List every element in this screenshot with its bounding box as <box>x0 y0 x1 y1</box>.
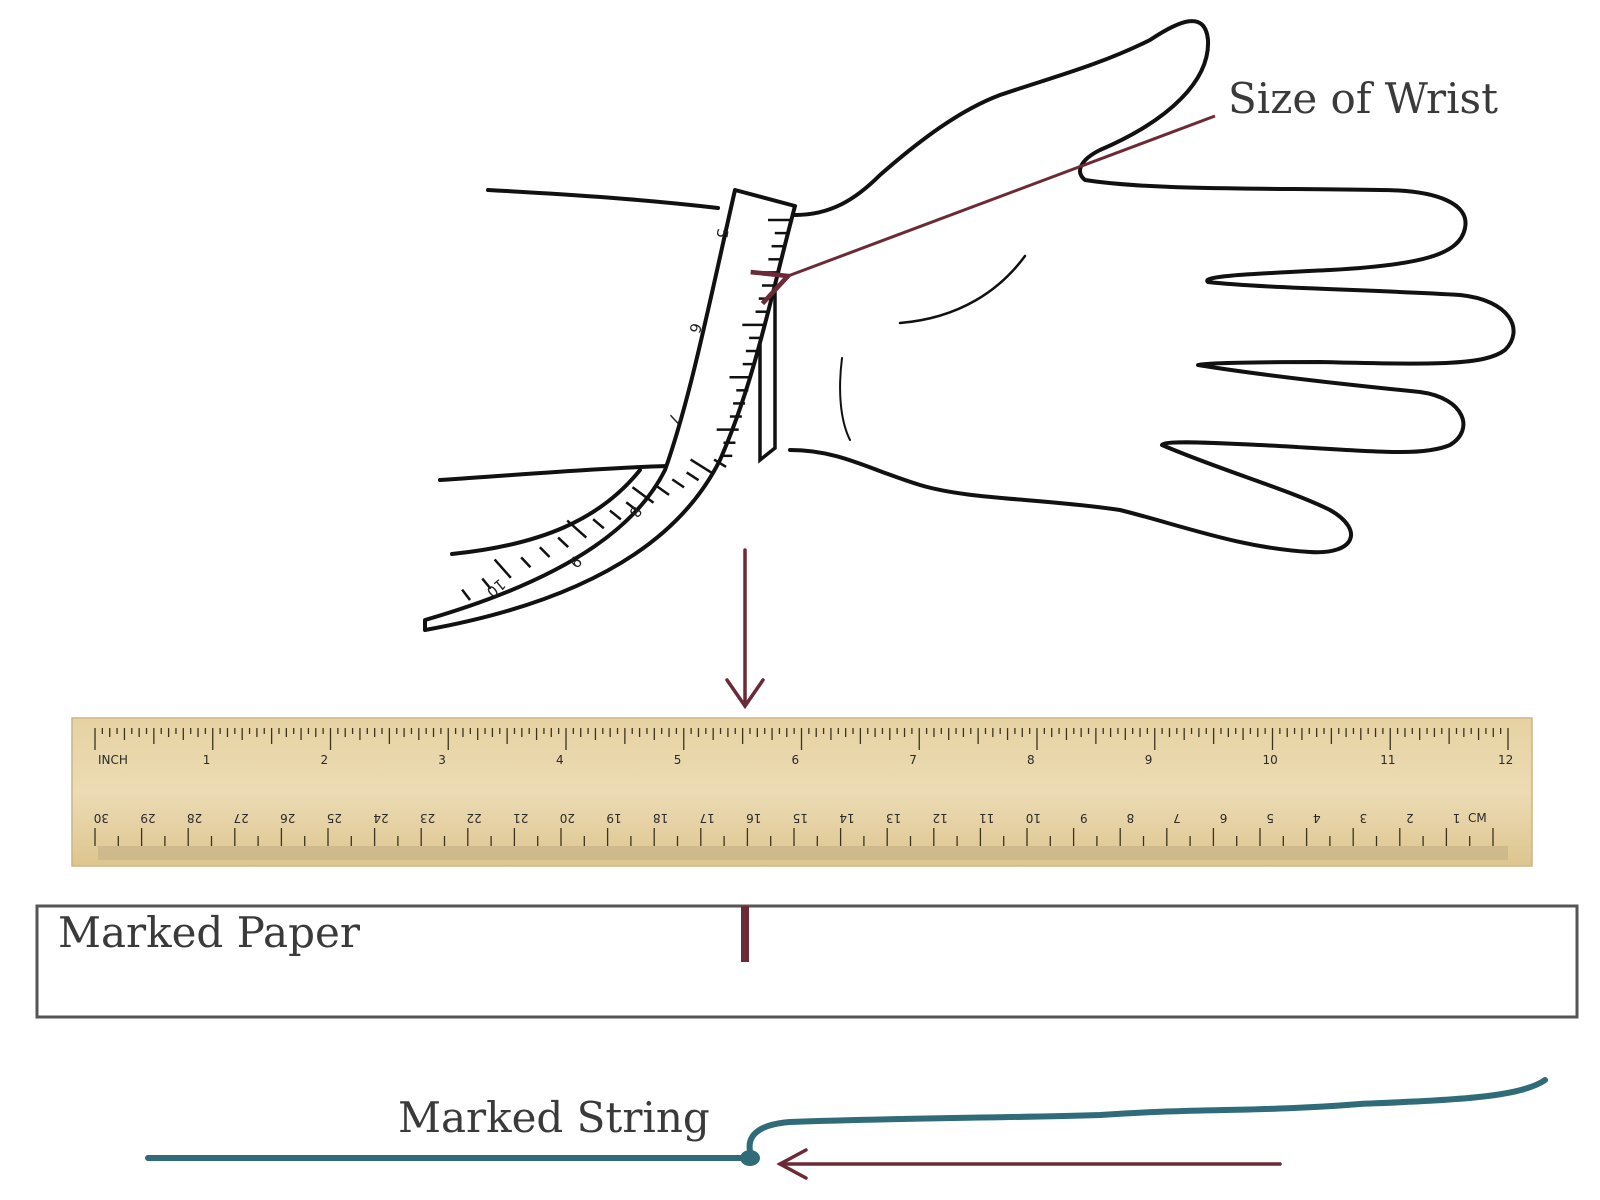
cm-number: 14 <box>839 811 854 825</box>
cm-start-label: CM <box>1468 811 1487 825</box>
cm-number: 19 <box>606 811 621 825</box>
tape-front-band <box>423 188 797 632</box>
tape-tick <box>671 478 685 489</box>
tape-number: 5 <box>712 227 731 240</box>
inch-number: 7 <box>909 753 917 767</box>
cm-number: 7 <box>1173 811 1181 825</box>
tape-tick <box>713 458 727 468</box>
cm-number: 28 <box>187 811 202 825</box>
marked-string-section: Marked String <box>145 1077 1548 1180</box>
cm-number: 26 <box>280 811 295 825</box>
size-of-wrist-label: Size of Wrist <box>1228 74 1498 123</box>
cm-number: 27 <box>234 811 249 825</box>
cm-number: 1 <box>1453 811 1461 825</box>
ruler-bottom-edge <box>98 846 1508 860</box>
tape-tick <box>520 556 532 569</box>
marked-paper-label: Marked Paper <box>58 908 361 957</box>
tape-tick <box>631 486 655 504</box>
inch-number: 12 <box>1498 753 1513 767</box>
inch-number: 10 <box>1263 753 1278 767</box>
marked-string-label: Marked String <box>398 1093 710 1142</box>
tape-tick <box>689 458 714 475</box>
paper-box <box>35 904 1579 1019</box>
inch-number: 2 <box>321 753 329 767</box>
cm-number: 3 <box>1360 811 1368 825</box>
inch-number: 1 <box>203 753 211 767</box>
palm-base-line <box>839 357 851 441</box>
cm-number: 25 <box>327 811 342 825</box>
tape-number: 6 <box>685 321 705 336</box>
cm-number: 15 <box>793 811 808 825</box>
tape-tick <box>685 471 700 482</box>
cm-number: 22 <box>467 811 482 825</box>
arm-lower-outline <box>438 464 670 482</box>
cm-number: 12 <box>933 811 948 825</box>
cm-number: 11 <box>979 811 994 825</box>
inch-number: 6 <box>792 753 800 767</box>
tape-tick <box>566 519 588 539</box>
arm-upper-outline <box>486 188 720 210</box>
tape-tick <box>609 509 622 521</box>
cm-number: 23 <box>420 811 435 825</box>
paper-mark <box>741 906 749 962</box>
string-knot <box>740 1150 760 1166</box>
palm-crease <box>898 254 1027 325</box>
arm-lower-outline-2 <box>450 468 642 556</box>
string-arrow <box>776 1148 1282 1180</box>
cm-number: 20 <box>560 811 575 825</box>
tape-tick <box>493 558 512 579</box>
hand-outline <box>788 19 1516 555</box>
cm-number: 2 <box>1406 811 1414 825</box>
cm-number: 9 <box>1080 811 1088 825</box>
ruler-cm-ticks <box>94 828 1494 846</box>
down-arrow <box>725 548 765 710</box>
tape-tick <box>481 577 492 590</box>
tape-tick <box>656 485 670 496</box>
tape-tick <box>461 588 471 601</box>
marked-paper: Marked Paper <box>35 904 1579 1019</box>
cm-number: 8 <box>1127 811 1135 825</box>
cm-number: 21 <box>513 811 528 825</box>
cm-number: 17 <box>700 811 715 825</box>
inch-number: 8 <box>1027 753 1035 767</box>
tape-tick <box>592 518 605 530</box>
inch-number: 9 <box>1145 753 1153 767</box>
cm-number: 4 <box>1313 811 1321 825</box>
ruler-inch-ticks <box>94 728 1509 750</box>
cm-number: 13 <box>886 811 901 825</box>
inch-start-label: INCH <box>98 753 128 767</box>
cm-number: 24 <box>373 811 388 825</box>
cm-number: 30 <box>94 811 109 825</box>
inch-number: 4 <box>556 753 564 767</box>
cm-number: 10 <box>1026 811 1041 825</box>
inch-number: 3 <box>438 753 446 767</box>
inch-number: 5 <box>674 753 682 767</box>
string-right <box>746 1077 1548 1161</box>
tape-tick <box>538 546 551 558</box>
cm-number: 18 <box>653 811 668 825</box>
inch-number: 11 <box>1380 753 1395 767</box>
cm-number: 29 <box>140 811 155 825</box>
cm-number: 16 <box>746 811 761 825</box>
hand-illustration <box>438 19 1516 556</box>
wrist-pointer-arrow <box>788 114 1216 276</box>
cm-number: 5 <box>1266 811 1274 825</box>
tape-tick <box>625 501 639 512</box>
cm-number: 6 <box>1220 811 1228 825</box>
tape-tick <box>557 536 570 548</box>
